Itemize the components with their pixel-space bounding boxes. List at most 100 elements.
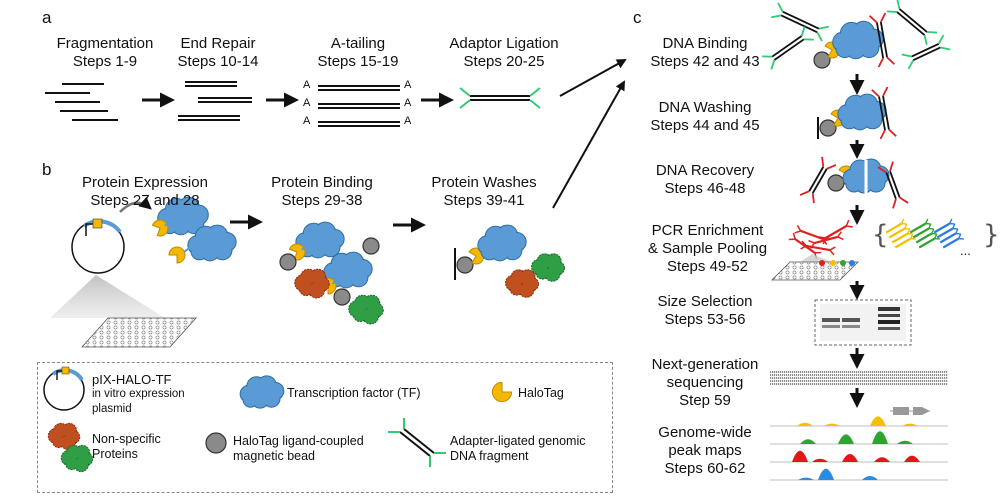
peak	[902, 423, 918, 426]
step-dna-recovery: DNA Recovery Steps 46-48	[640, 162, 770, 198]
arrow-a-to-c	[559, 59, 627, 97]
a-overhang-label: A	[404, 79, 412, 91]
step-title: End Repair	[180, 35, 256, 52]
fragmented-dna-lines	[45, 83, 118, 121]
pooled-amplicon	[888, 223, 910, 239]
step-fragmentation: Fragmentation Steps 1-9	[50, 35, 160, 71]
step-range: Steps 46-48	[664, 180, 746, 197]
a-overhang-label: A	[303, 79, 311, 91]
step-adaptor-ligation: Adaptor Ligation Steps 20-25	[434, 35, 574, 71]
pcr-amplicon	[808, 231, 844, 249]
pool-ellipsis: ...	[960, 243, 971, 258]
a-overhang-label: A	[303, 97, 311, 109]
pcr-pooling-illustration: {}	[771, 218, 1000, 281]
a-overhang-label: A	[404, 97, 412, 109]
pooled-well	[819, 260, 825, 266]
step-protein-expression: Protein Expression Steps 27 and 28	[65, 174, 225, 210]
step-title: Fragmentation	[56, 35, 154, 52]
legend-bead-line2: magnetic bead	[233, 449, 316, 463]
pooled-amplicon	[933, 218, 955, 234]
pooled-amplicon	[894, 233, 916, 249]
pool-brace-open: {	[872, 220, 889, 250]
step-range: Steps 44 and 45	[650, 117, 760, 134]
bound-dna-fragment	[868, 12, 896, 68]
adaptor-ligated-dna	[459, 87, 541, 109]
protein-linker	[301, 241, 310, 251]
pooled-amplicon	[942, 233, 964, 249]
peak	[872, 431, 888, 444]
magnetic-bead	[813, 51, 831, 69]
legend-plasmid-line1: pIX-HALO-TF	[92, 372, 172, 387]
legend-tf-label: Transcription factor (TF)	[287, 386, 421, 400]
step-range: Steps 15-19	[317, 53, 399, 70]
legend-dna-icon	[388, 418, 446, 467]
legend-nonspecific-line2: Proteins	[92, 447, 138, 461]
protein-binding-illustration	[279, 221, 384, 325]
pooled-amplicon	[936, 223, 958, 239]
panel-label-a: a	[42, 8, 52, 27]
end-repaired-dna-lines	[178, 81, 252, 121]
peak	[897, 440, 913, 444]
step-range: Steps 49-52	[667, 258, 748, 275]
nonspecific-protein-orange	[47, 422, 81, 451]
step-title-line2: & Sample Pooling	[647, 240, 768, 257]
tf-protein	[295, 221, 345, 259]
step-range: Steps 1-9	[72, 53, 138, 70]
legend-nonspecific-label: Non-specific Proteins	[92, 432, 161, 462]
step-title: Adaptor Ligation	[449, 35, 559, 52]
pooled-amplicon	[918, 233, 940, 249]
dna-fragment	[886, 0, 938, 46]
peak-maps	[770, 407, 948, 481]
pcr-amplicon	[788, 232, 822, 260]
magnetic-bead	[362, 237, 380, 255]
pcr-amplicon	[819, 219, 853, 245]
pooled-well	[830, 260, 836, 266]
step-range: Steps 39-41	[443, 192, 525, 209]
step-title-line2: peak maps	[668, 442, 742, 459]
protein-linker	[164, 216, 174, 227]
nonspecific-protein-orange	[294, 268, 330, 299]
protein-linker	[481, 244, 491, 253]
panel-label-c: c	[633, 8, 642, 27]
protein-linker	[332, 272, 338, 285]
step-range: Steps 20-25	[463, 53, 545, 70]
peak	[904, 455, 920, 462]
tf-protein	[157, 196, 209, 236]
legend-bead-icon	[205, 432, 227, 454]
step-range: Steps 53-56	[664, 311, 746, 328]
legend-plasmid-line2: in vitro expression	[92, 388, 185, 400]
step-range: Steps 60-62	[664, 460, 746, 477]
pooled-amplicon	[912, 223, 934, 239]
step-title-line2: sequencing	[666, 374, 744, 391]
bound-dna-fragment	[871, 86, 897, 140]
step-title: DNA Binding	[662, 35, 748, 52]
expression-plasmid	[71, 218, 125, 274]
released-dna-fragment	[877, 161, 909, 209]
peak	[798, 477, 814, 480]
well-plate-b	[81, 317, 197, 348]
dna-recovery-illustration	[799, 156, 909, 209]
legend-nonspecific-icon	[47, 422, 94, 473]
magnetic-bead	[827, 174, 845, 192]
peak	[874, 457, 890, 462]
step-range: Steps 10-14	[177, 53, 259, 70]
peak	[842, 454, 858, 462]
step-range: Steps 27 and 28	[90, 192, 200, 209]
pooled-amplicon	[915, 228, 937, 244]
step-protein-washes: Protein Washes Steps 39-41	[424, 174, 544, 210]
a-overhang-label: A	[404, 115, 412, 127]
pooled-well	[840, 260, 846, 266]
tf-protein	[477, 224, 527, 262]
step-title: Protein Expression	[82, 174, 208, 191]
step-title: DNA Recovery	[655, 162, 755, 179]
peak	[792, 450, 808, 462]
expressed-proteins	[151, 196, 237, 264]
panel-label-b: b	[42, 160, 52, 179]
tf-protein	[323, 251, 373, 289]
magnetic-bead	[819, 119, 837, 137]
peak	[797, 422, 813, 426]
pooled-amplicon	[891, 228, 913, 244]
step-end-repair: End Repair Steps 10-14	[168, 35, 268, 71]
step-pcr-enrichment: PCR Enrichment & Sample Pooling Steps 49…	[640, 222, 775, 276]
